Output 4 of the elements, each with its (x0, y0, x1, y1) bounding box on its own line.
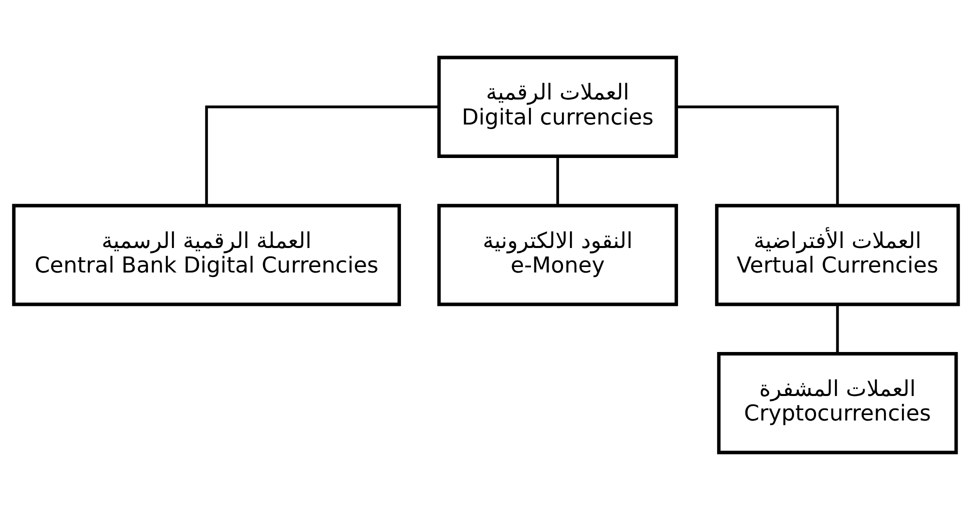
connector (836, 304, 839, 354)
connector (556, 156, 560, 206)
connector (205, 106, 439, 206)
connector (676, 106, 839, 206)
